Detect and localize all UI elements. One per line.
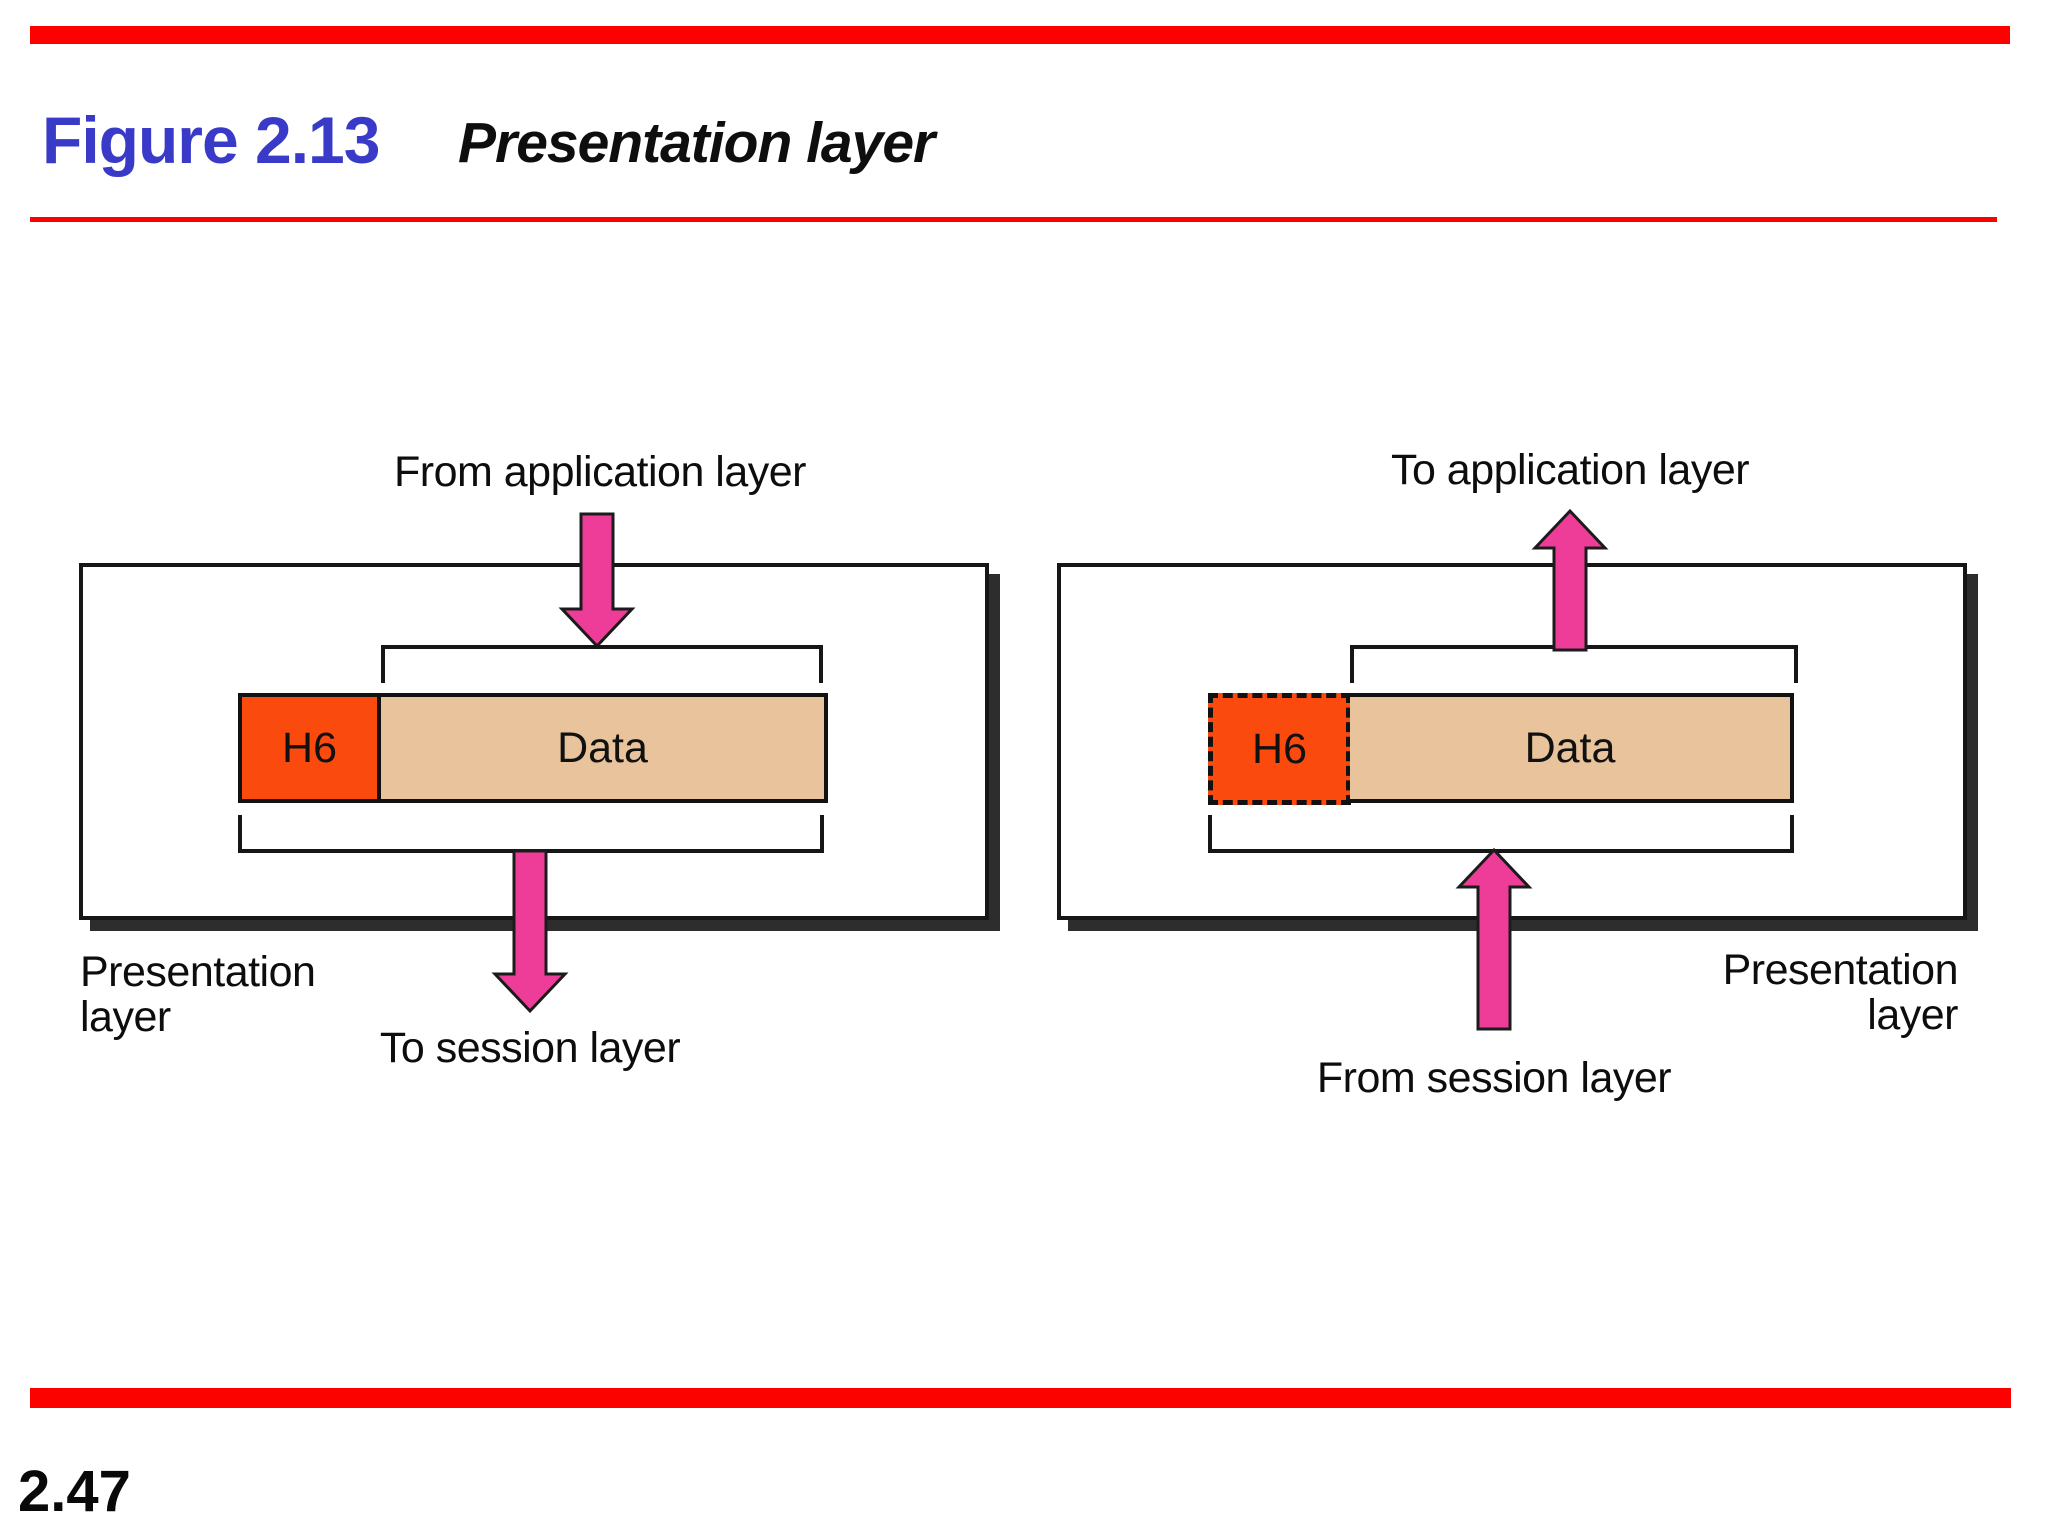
data-extent-bracket-left: [381, 645, 823, 683]
h6-header-label: H6: [1252, 724, 1307, 773]
h6-header-label: H6: [282, 723, 337, 772]
pdu-extent-bracket-right: [1208, 815, 1794, 853]
from-session-layer-label: From session layer: [1316, 1054, 1672, 1102]
caption-line-2: layer: [1867, 991, 1958, 1040]
presentation-layer-caption-right: Presentation layer: [1530, 946, 1959, 1040]
data-label: Data: [557, 723, 648, 772]
h6-header-cell-right-dashed: H6: [1208, 693, 1351, 805]
caption-line-2: layer: [80, 993, 171, 1042]
top-rule: [30, 26, 2010, 44]
data-extent-bracket-right: [1350, 645, 1798, 683]
to-session-layer-label: To session layer: [379, 1024, 681, 1072]
footer-rule: [30, 1388, 2011, 1408]
to-application-layer-label: To application layer: [1390, 446, 1750, 494]
data-cell-left: Data: [381, 693, 828, 803]
caption-line-1: Presentation: [80, 948, 316, 996]
data-cell-right: Data: [1350, 693, 1794, 803]
h6-header-cell-left: H6: [238, 693, 381, 803]
page-number: 2.47: [18, 1459, 131, 1524]
pdu-extent-bracket-left: [238, 815, 824, 853]
title-underline-rule: [30, 217, 1997, 222]
figure-label: Figure 2.13: [42, 103, 380, 177]
caption-line-1: Presentation: [1722, 946, 1959, 994]
presentation-layer-caption-left: Presentation layer: [80, 948, 316, 1042]
data-label: Data: [1524, 723, 1616, 772]
from-application-layer-label: From application layer: [393, 448, 807, 496]
figure-title: Presentation layer: [458, 111, 935, 175]
